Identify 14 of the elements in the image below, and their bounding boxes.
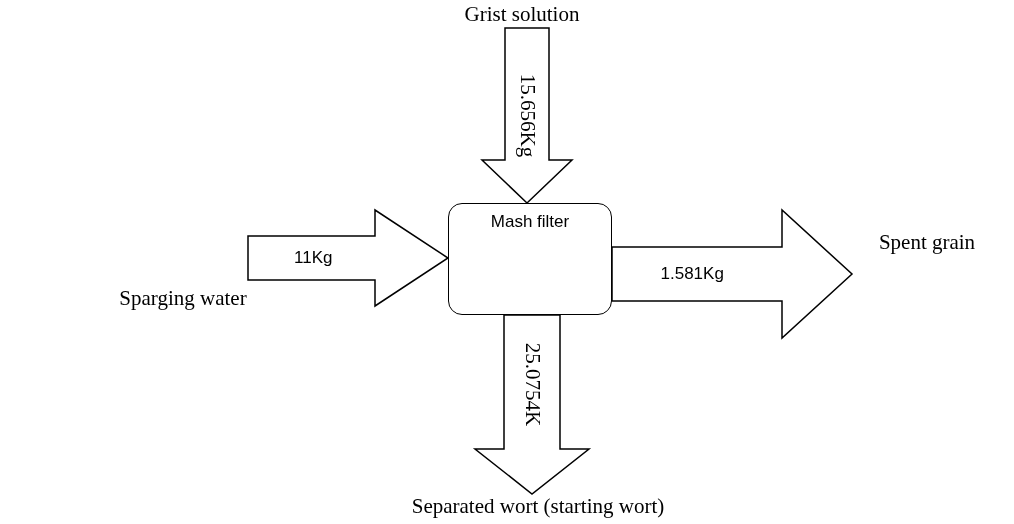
stream-label: Grist solution xyxy=(463,2,581,27)
edge-label: 15.656Kg xyxy=(514,73,540,158)
stream-label: Sparging water xyxy=(118,286,248,311)
edge-label: 11Kg xyxy=(294,248,333,268)
edge-label: 25.0754K xyxy=(519,342,545,427)
block-arrow xyxy=(472,314,592,495)
process-box xyxy=(448,203,612,315)
process-label: Mash filter xyxy=(489,211,571,232)
block-arrow xyxy=(480,27,574,205)
edge-label: 1.581Kg xyxy=(660,264,724,284)
block-arrow xyxy=(611,208,854,340)
block-arrow xyxy=(247,208,450,308)
stream-label: Spent grain xyxy=(877,230,977,255)
stream-label: Separated wort (starting wort) xyxy=(410,494,666,519)
